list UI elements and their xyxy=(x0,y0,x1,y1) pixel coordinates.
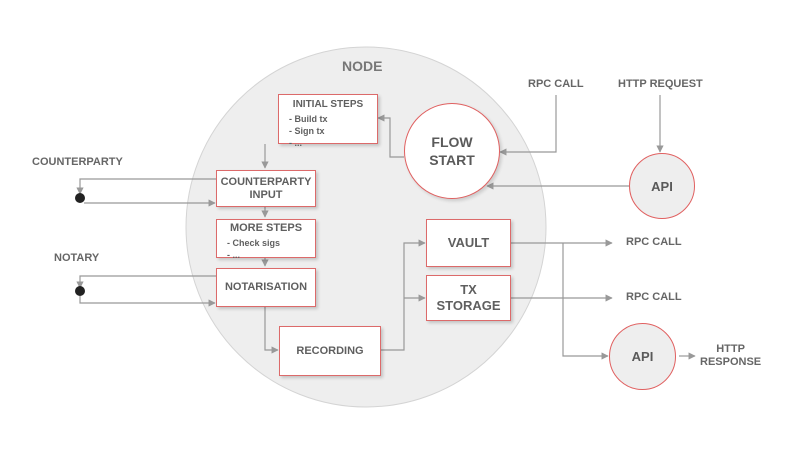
rpc-call-in-label: RPC CALL xyxy=(528,78,584,90)
initial-steps-title: INITIAL STEPS xyxy=(292,99,364,110)
arrow-notarisation-to-recording xyxy=(264,307,279,354)
arrow-recording-to-vault xyxy=(381,239,426,351)
arrow-to-counterparty xyxy=(76,178,217,195)
counterparty-endpoint xyxy=(75,193,85,203)
rpc-call-out-1-label: RPC CALL xyxy=(626,236,682,248)
counterparty-input-line2: INPUT xyxy=(249,188,283,201)
initial-steps-list: - Build tx - Sign tx - ... xyxy=(283,113,373,149)
list-item: - Build tx xyxy=(289,114,328,124)
initial-steps-box: INITIAL STEPS - Build tx - Sign tx - ... xyxy=(278,94,378,148)
api-bottom-circle: API xyxy=(609,323,676,390)
list-item: - Sign tx xyxy=(289,126,325,136)
node-title: NODE xyxy=(342,58,383,74)
recording-box: RECORDING xyxy=(279,326,381,376)
api-top-circle: API xyxy=(629,153,695,219)
list-item: - ... xyxy=(289,138,302,148)
http-response-line1: HTTP xyxy=(716,343,745,355)
flow-start-circle: FLOW START xyxy=(404,103,500,199)
flow-start-line1: FLOW xyxy=(431,134,473,150)
list-item: - ... xyxy=(227,250,240,260)
notarisation-box: NOTARISATION xyxy=(216,268,316,307)
tx-storage-box: TX STORAGE xyxy=(426,275,511,321)
vault-box: VAULT xyxy=(426,219,511,267)
arrow-vault-to-api xyxy=(562,243,609,360)
arrow-to-notary xyxy=(76,275,217,289)
list-item: - Check sigs xyxy=(227,238,281,248)
more-steps-box: MORE STEPS - Check sigs - ... xyxy=(216,219,316,261)
tx-storage-line2: STORAGE xyxy=(436,298,501,313)
http-request-label: HTTP REQUEST xyxy=(618,78,703,90)
flow-start-line2: START xyxy=(429,152,475,168)
arrow-from-notary xyxy=(79,296,216,307)
more-steps-list: - Check sigs - ... xyxy=(221,237,311,261)
rpc-call-out-2-label: RPC CALL xyxy=(626,291,682,303)
counterparty-input-box: COUNTERPARTY INPUT xyxy=(216,170,316,207)
http-response-label: HTTP RESPONSE xyxy=(700,343,761,369)
http-response-line2: RESPONSE xyxy=(700,356,762,368)
tx-storage-line1: TX xyxy=(460,282,477,297)
notary-endpoint xyxy=(75,286,85,296)
notarisation-label: NOTARISATION xyxy=(224,281,308,293)
arrow-flow-to-initial xyxy=(377,114,404,158)
api-top-label: API xyxy=(651,178,673,194)
notary-label: NOTARY xyxy=(54,252,100,264)
api-bottom-label: API xyxy=(631,349,654,364)
recording-label: RECORDING xyxy=(296,344,364,357)
counterparty-label: COUNTERPARTY xyxy=(32,156,123,168)
vault-label: VAULT xyxy=(447,235,490,250)
counterparty-input-line1: COUNTERPARTY xyxy=(220,175,312,188)
more-steps-title: MORE STEPS xyxy=(229,222,303,234)
arrow-rpc-to-flow xyxy=(499,95,557,156)
